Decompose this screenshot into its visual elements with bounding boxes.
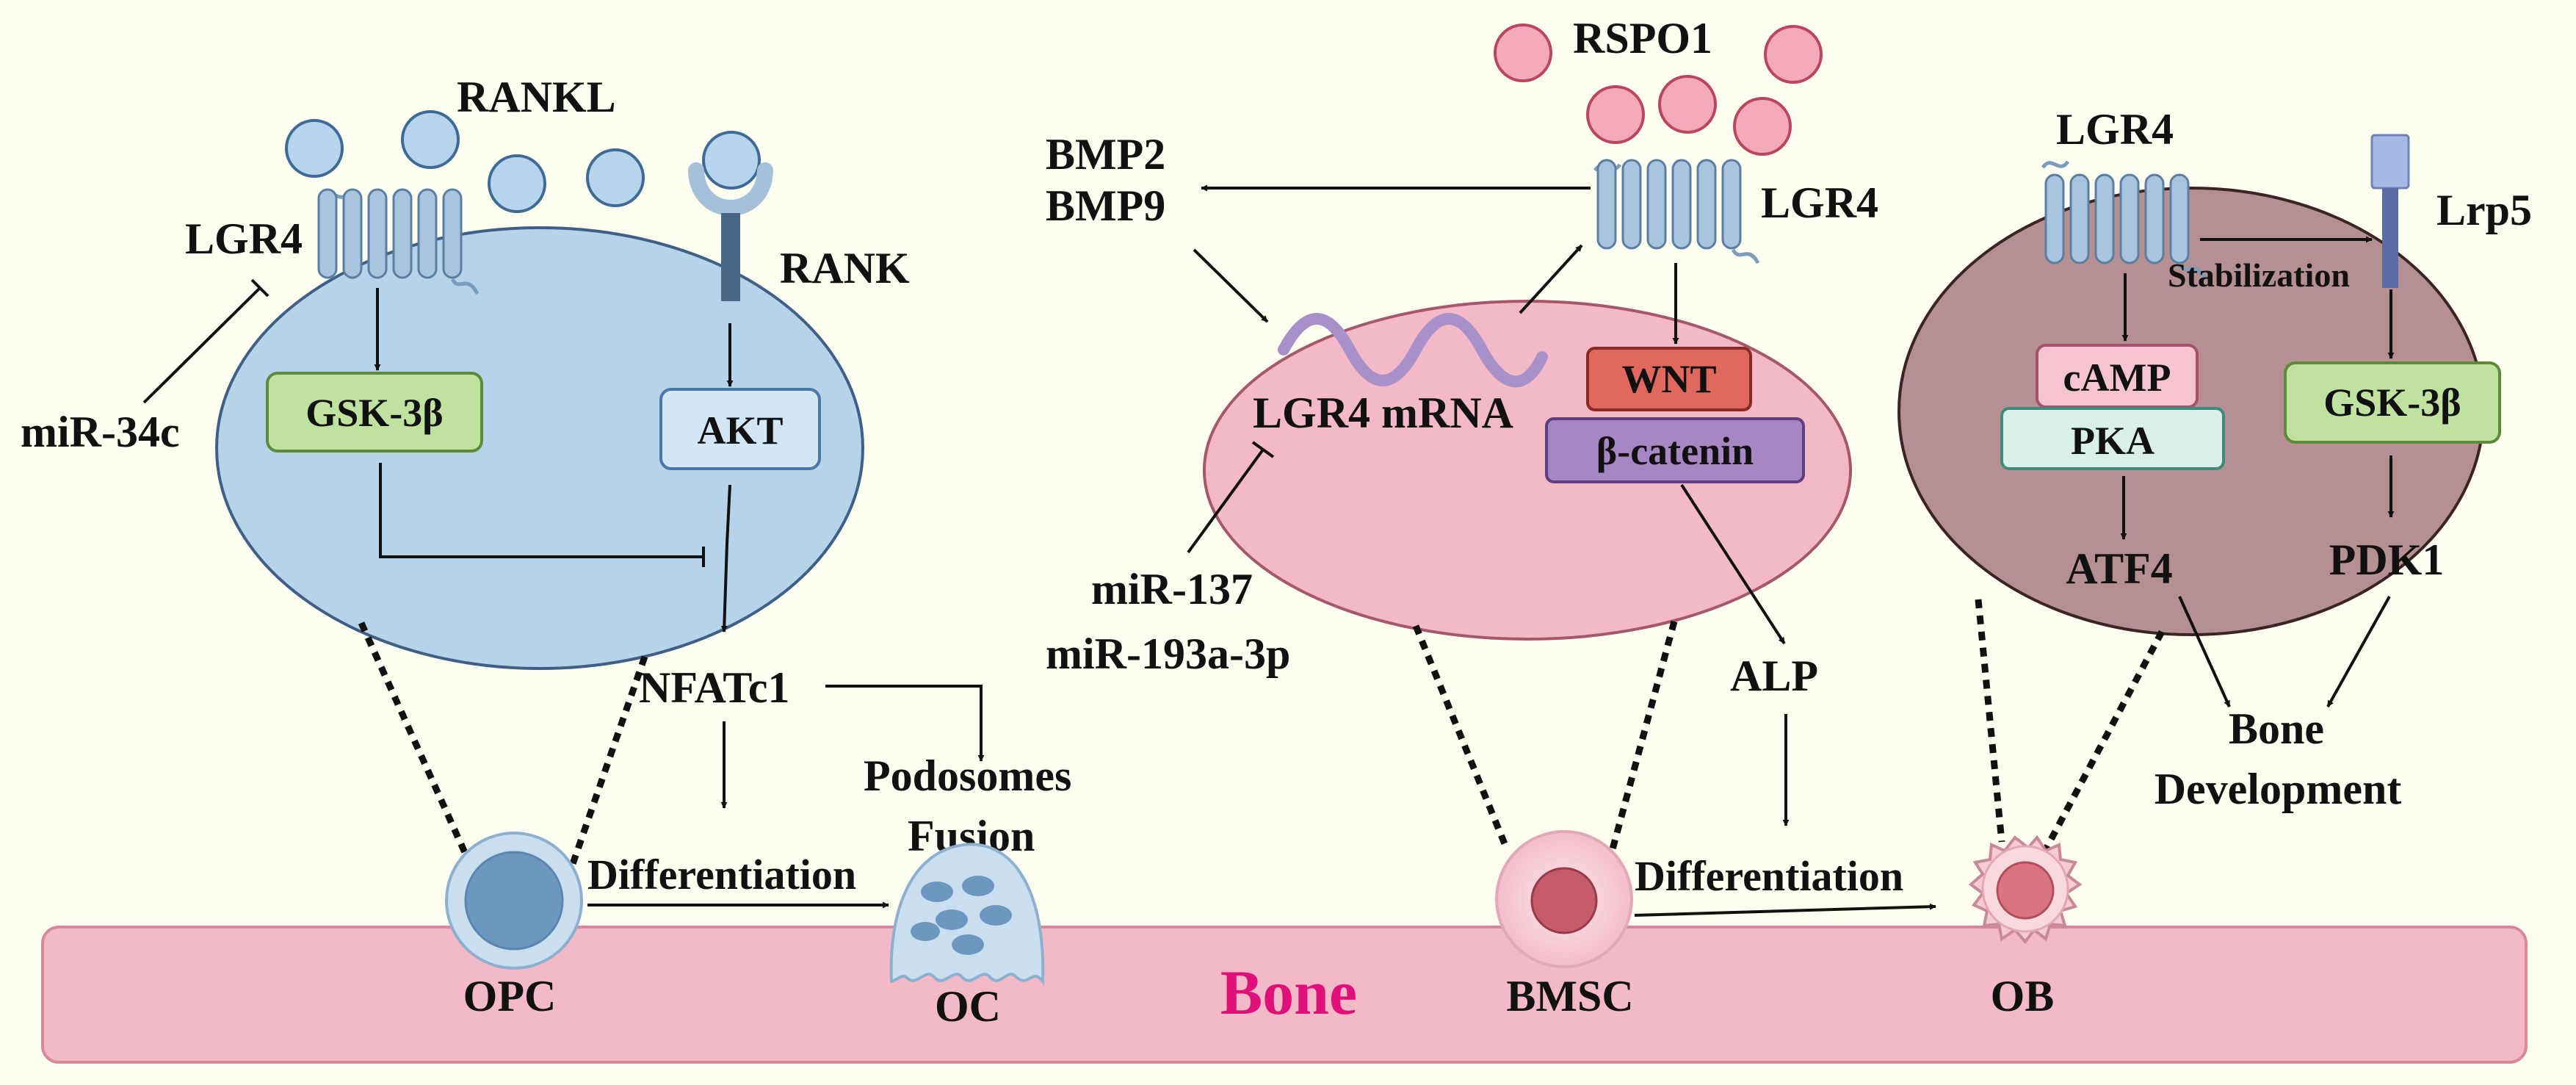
wnt-box — [1586, 347, 1752, 411]
nfatc1-to-podosomes-arrow — [825, 685, 985, 762]
akt-label: AKT — [697, 408, 783, 453]
mir137-inhibition-bar — [1251, 441, 1275, 458]
mrna-to-lgr4-arrow — [1519, 244, 1583, 314]
gsk3b-left-label: GSK-3β — [305, 391, 443, 435]
atf4-to-bonedev-arrow — [2178, 596, 2231, 707]
bmsc-to-ob-arrow — [1634, 903, 1936, 917]
opc-label: OPC — [463, 972, 557, 1020]
akt-to-nfatc1-arrow — [720, 484, 731, 632]
ob-label: OB — [1991, 972, 2055, 1020]
bone-development-label-2: Development — [2154, 765, 2402, 813]
nfatc1-label: NFATc1 — [639, 663, 790, 712]
pka-label: PKA — [2071, 419, 2154, 463]
mir34c-inhibition-bar — [250, 278, 269, 298]
mir34c-inhibition-line — [142, 286, 261, 404]
gsk3b-inhibition-line — [379, 463, 703, 558]
podosomes-label: Podosomes — [864, 751, 1071, 800]
pka-box — [2000, 407, 2225, 470]
ob-cell — [1968, 835, 2083, 945]
mir34c-label: miR-34c — [21, 408, 180, 456]
lrp5-receptor — [2370, 134, 2410, 288]
rank-label: RANK — [780, 244, 910, 292]
rspo1-label: RSPO1 — [1573, 14, 1712, 62]
bone-development-label-1: Bone — [2229, 704, 2324, 753]
mir137-label: miR-137 — [1091, 565, 1253, 613]
bone-bar — [41, 926, 2528, 1064]
lgr4-receptor-right — [2041, 160, 2207, 279]
gsk3b-right-label: GSK-3β — [2323, 381, 2461, 425]
bmp2-label: BMP2 — [1046, 130, 1165, 179]
oc-label: OC — [935, 982, 1001, 1031]
lgr4-mrna-label: LGR4 mRNA — [1253, 389, 1513, 437]
gsk3b-right-box — [2284, 361, 2501, 444]
oc-cell — [889, 843, 1045, 987]
lgr4-mid-label: LGR4 — [1761, 179, 1878, 227]
bmsc-zoom-line-left — [1412, 624, 1510, 851]
bmp-to-mrna-arrow — [1193, 248, 1269, 323]
rspo1-ligands — [1494, 24, 1823, 156]
lgr4-mrna-wave — [1278, 313, 1548, 388]
pdk1-to-bonedev-arrow — [2326, 596, 2391, 707]
opc-cell — [445, 832, 583, 970]
camp-label: cAMP — [2063, 356, 2171, 400]
differentiation-right-label: Differentiation — [1635, 852, 1903, 900]
lrp5-label: Lrp5 — [2436, 186, 2532, 234]
wnt-label: WNT — [1621, 357, 1716, 401]
gsk3b-left-box — [266, 372, 483, 453]
bmsc-cell — [1495, 830, 1633, 968]
lgr4-receptor-left — [317, 188, 480, 295]
rankl-ligands — [285, 110, 761, 213]
bmsc-label: BMSC — [1506, 972, 1633, 1020]
mir137-inhibition-line — [1187, 448, 1265, 554]
lgr4-left-label: LGR4 — [185, 215, 303, 263]
atf4-label: ATF4 — [2066, 544, 2173, 593]
betacatenin-to-alp-arrow — [1680, 483, 1786, 645]
lgr4-receptor-mid — [1593, 159, 1760, 264]
stabilization-label: Stabilization — [2168, 256, 2350, 294]
bmsc-zoom-line-right — [1609, 620, 1678, 851]
lgr4-right-label: LGR4 — [2056, 105, 2174, 154]
differentiation-left-label: Differentiation — [587, 851, 856, 898]
bone-label: Bone — [1220, 957, 1357, 1028]
beta-catenin-label: β-catenin — [1596, 429, 1754, 473]
akt-box — [659, 388, 821, 470]
mir193-label: miR-193a-3p — [1046, 630, 1290, 678]
rankl-label: RANKL — [457, 73, 616, 121]
alp-label: ALP — [1730, 652, 1818, 700]
opc-zoom-line-left — [358, 621, 474, 865]
pdk1-label: PDK1 — [2329, 536, 2445, 584]
ob-zoom-line-right — [2043, 630, 2165, 851]
rank-receptor — [688, 162, 773, 301]
ob-zoom-line-left — [1975, 599, 2005, 843]
beta-catenin-box — [1545, 417, 1805, 483]
bmp9-label: BMP9 — [1046, 181, 1165, 230]
opc-zoom-line-right — [569, 655, 648, 865]
